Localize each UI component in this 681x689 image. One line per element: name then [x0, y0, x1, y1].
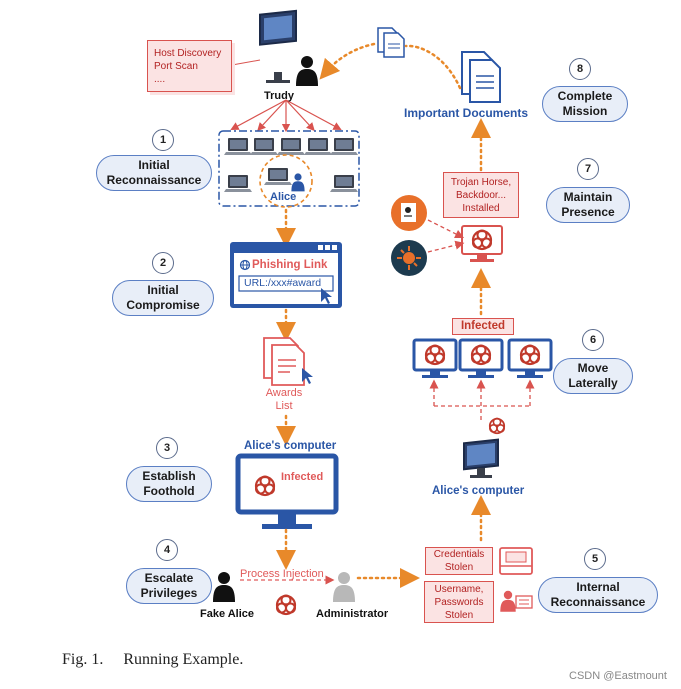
- recon-arrows: [230, 99, 342, 133]
- note-connector: [231, 59, 261, 66]
- step-1-number: 1: [152, 129, 174, 151]
- desktop-biohazard-icon: [488, 417, 506, 435]
- alice-computer-title: Alice's computer: [244, 440, 337, 452]
- cursor-click-icon: [321, 288, 332, 304]
- fake-alice-person-icon: [213, 572, 235, 602]
- virus-icon: [391, 240, 427, 276]
- globe-icon: [239, 259, 251, 271]
- step-3-pill: Establish Foothold: [126, 466, 212, 502]
- exfil-arrow-b: [319, 42, 376, 80]
- administrator-label: Administrator: [316, 608, 389, 620]
- figure-caption: Fig. 1. Running Example.: [62, 651, 244, 668]
- step-7-pill: Maintain Presence: [546, 187, 630, 223]
- alice-laptop-icon: [264, 168, 292, 185]
- step-4-number: 4: [156, 539, 178, 561]
- step-8-number: 8: [569, 58, 591, 80]
- administrator-person-icon: [333, 572, 355, 602]
- step-4-pill: Escalate Privileges: [126, 568, 212, 604]
- trojan-icon: [391, 195, 427, 231]
- step-3-number: 3: [156, 437, 178, 459]
- compromised-monitor-icon: [461, 225, 503, 263]
- watermark: CSDN @Eastmount: [569, 670, 667, 682]
- alice-label: Alice: [270, 191, 297, 203]
- exfil-arrow-a: [404, 44, 462, 90]
- exfiltrated-document-icon: [377, 27, 405, 58]
- alice-desktop-icon: [463, 438, 499, 478]
- privilege-biohazard-icon: [275, 594, 297, 616]
- phishing-url[interactable]: URL:/xxx#award: [244, 277, 322, 289]
- infected-label: Infected: [281, 471, 324, 483]
- alice-computer-monitor-icon: [235, 453, 339, 529]
- phishing-title: Phishing Link: [252, 259, 328, 271]
- alice-person-icon: [291, 173, 305, 192]
- step-1-pill: Initial Reconnaissance: [96, 155, 212, 191]
- inbox-icon: [499, 547, 533, 575]
- alice-computer-right-title: Alice's computer: [432, 485, 525, 497]
- step-6-pill: Move Laterally: [553, 358, 633, 394]
- phishing-window-icon: [230, 242, 342, 308]
- step-6-number: 6: [582, 329, 604, 351]
- trojan-installed-box: Trojan Horse, Backdoor... Installed: [443, 172, 519, 218]
- recon-note: Host Discovery Port Scan ....: [147, 40, 232, 92]
- fake-alice-label: Fake Alice: [200, 608, 255, 620]
- awards-list-label: Awards List: [265, 387, 303, 412]
- step-2-pill: Initial Compromise: [112, 280, 214, 316]
- awards-document-icon: [263, 337, 305, 386]
- credentials-stolen-box: Credentials Stolen: [425, 547, 493, 575]
- step-5-number: 5: [584, 548, 606, 570]
- lateral-arrows: [429, 379, 535, 420]
- trudy-monitor-icon: [259, 9, 297, 83]
- important-documents-icon: [461, 51, 501, 103]
- install-arrows: [427, 219, 465, 253]
- step-7-number: 7: [577, 158, 599, 180]
- step-5-pill: Internal Reconnaissance: [538, 577, 658, 613]
- lateral-infected-label: Infected: [452, 318, 514, 335]
- trudy-person-icon: [296, 56, 318, 86]
- cursor-click-icon-2: [302, 368, 313, 384]
- alice-highlight: [259, 154, 313, 208]
- step-2-number: 2: [152, 252, 174, 274]
- users-icon: [500, 590, 533, 612]
- infected-monitors: [412, 338, 553, 380]
- passwords-stolen-box: Username, Passwords Stolen: [424, 581, 494, 623]
- trudy-label: Trudy: [264, 90, 294, 102]
- network-boundary: [218, 130, 360, 207]
- process-injection-label: Process Injection: [240, 568, 324, 580]
- important-documents-label: Important Documents: [404, 106, 529, 120]
- step-8-pill: Complete Mission: [542, 86, 628, 122]
